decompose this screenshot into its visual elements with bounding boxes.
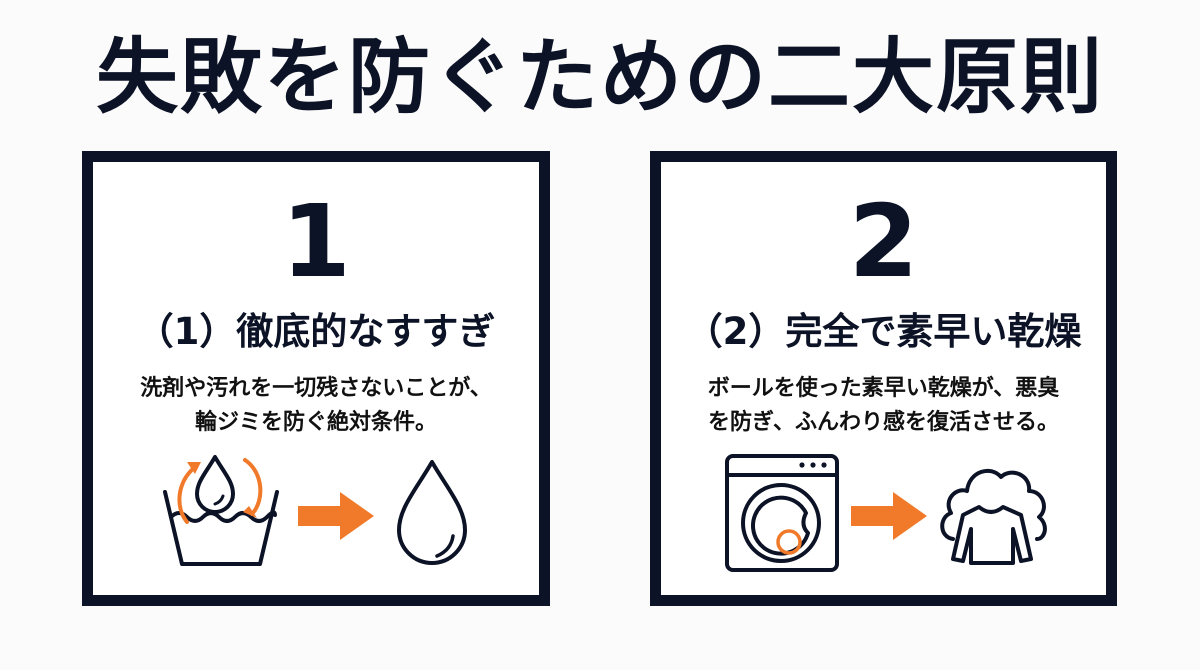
principle-description: ボールを使った素早い乾燥が、悪臭 を防ぎ、ふんわり感を復活させる。 [671,372,1096,440]
fluffy-sweater-icon [939,459,1051,569]
principle-card-1: 1 （1）徹底的なすすぎ 洗剤や汚れを一切残さないことが、 輪ジミを防ぐ絶対条件… [82,151,550,606]
page-title: 失敗を防ぐための二大原則 [95,30,1104,125]
principle-number: 2 [848,183,919,300]
description-line: を防ぎ、ふんわり感を復活させる。 [708,410,1059,435]
principle-description: 洗剤や汚れを一切残さないことが、 輪ジミを防ぐ絶対条件。 [103,372,529,440]
description-line: 洗剤や汚れを一切残さないことが、 [140,376,492,401]
principle-number: 1 [281,183,351,300]
water-drop-icon [395,458,469,570]
principle-card-2: 2 （2）完全で素早い乾燥 ボールを使った素早い乾燥が、悪臭 を防ぎ、ふんわり感… [650,151,1117,606]
description-line: ボールを使った素早い乾燥が、悪臭 [707,376,1060,401]
description-line: 輪ジミを防ぐ絶対条件。 [194,410,437,435]
arrow-right-icon [298,492,376,540]
dryer-with-ball-icon [724,453,840,573]
principle-heading: （1）徹底的なすすぎ [136,310,496,353]
basin-with-rinse-drop-icon [157,452,282,577]
arrow-right-icon [851,492,929,540]
principle-heading: （2）完全で素早い乾燥 [685,310,1082,353]
